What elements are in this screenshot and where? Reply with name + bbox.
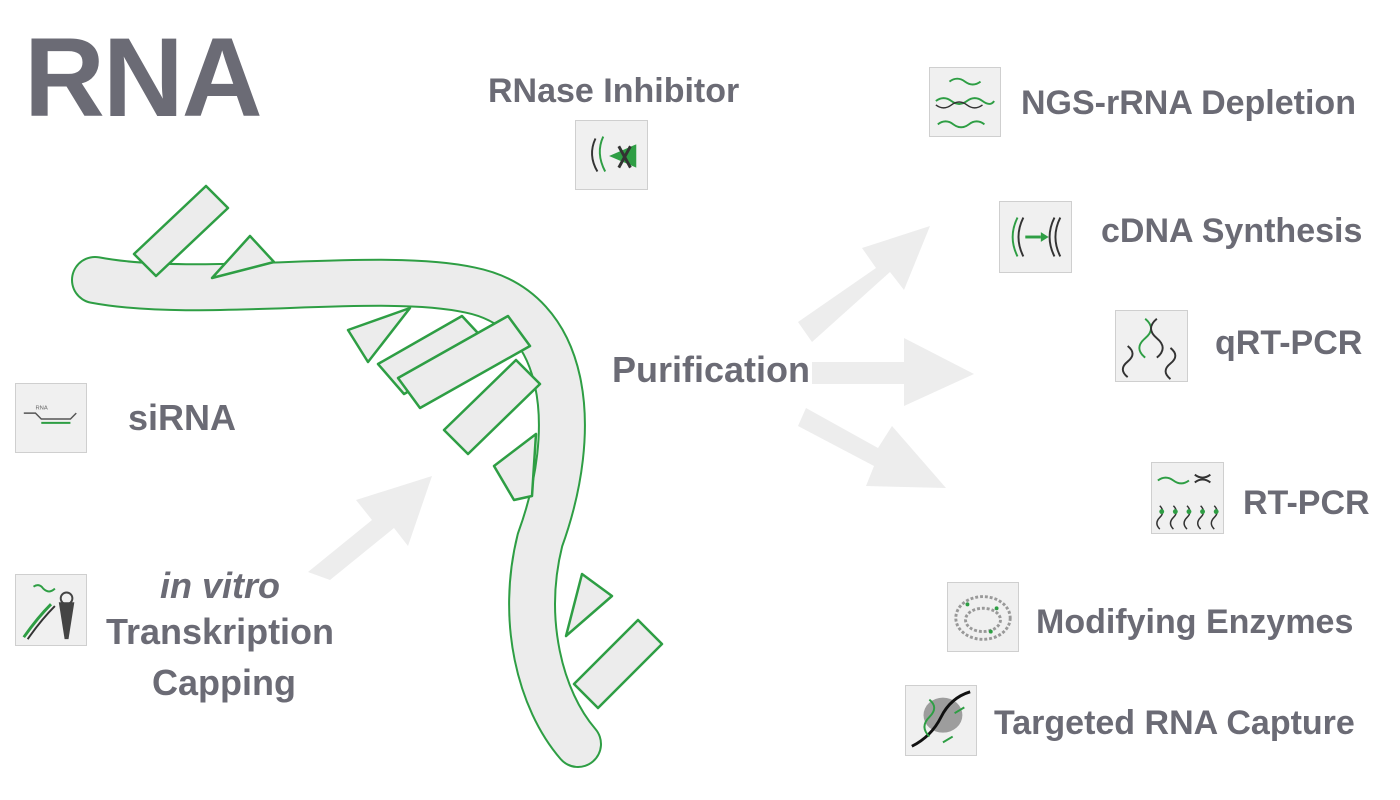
arrow-down-right [798,408,946,488]
base-pair [572,618,664,710]
targeted-rna-capture-label: Targeted RNA Capture [994,704,1355,742]
svg-text:RNA: RNA [35,405,47,411]
purification-label: Purification [612,349,811,390]
ngs-rrna-depletion-label: NGS-rRNA Depletion [1021,84,1356,122]
base-pair [442,358,542,456]
arrow-to-purification [308,476,432,580]
in-vitro-label: in vitro [160,565,281,606]
modifying-enzymes-icon[interactable] [947,582,1019,652]
base-pair [210,234,276,280]
base-pair [564,572,614,638]
sirna-label: siRNA [128,397,237,438]
rt-pcr-label: RT-PCR [1243,484,1370,522]
rt-pcr-icon[interactable] [1151,462,1224,534]
sirna-icon[interactable]: RNA [15,383,87,453]
arrow-up-right [798,226,930,342]
arrow-right [812,338,974,406]
rnase-inhibitor-icon[interactable] [575,120,648,190]
modifying-enzymes-label: Modifying Enzymes [1036,603,1354,641]
base-pair [132,184,230,278]
rnase-inhibitor-label: RNase Inhibitor [488,72,740,110]
transkription-label: Transkription [106,611,335,652]
page-title: RNA [24,15,263,140]
cdna-synthesis-label: cDNA Synthesis [1101,212,1363,250]
base-pairs [132,184,664,710]
ngs-rrna-depletion-icon[interactable] [929,67,1001,137]
cdna-synthesis-icon[interactable] [999,201,1072,273]
base-pair [396,314,532,410]
in-vitro-transcription-icon[interactable] [15,574,87,646]
arrows [308,226,974,580]
targeted-rna-capture-icon[interactable] [905,685,977,756]
qrt-pcr-icon[interactable] [1115,310,1188,382]
base-pair [492,432,538,502]
capping-label: Capping [152,662,296,703]
base-pair [346,306,412,364]
qrt-pcr-label: qRT-PCR [1215,324,1363,362]
